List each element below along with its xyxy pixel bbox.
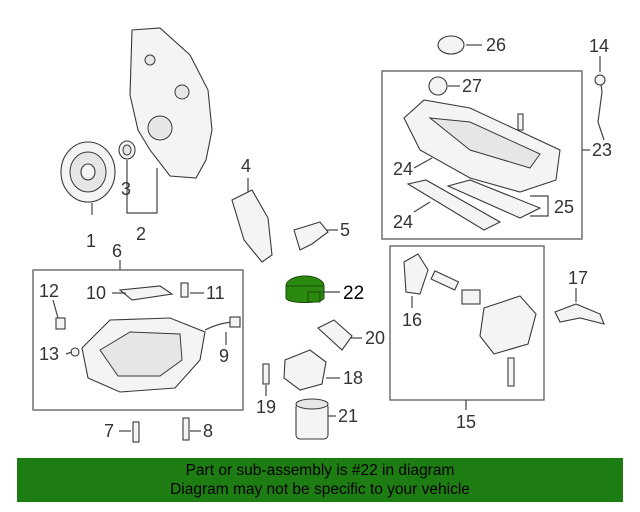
oil-pan-group-box	[32, 269, 244, 411]
bolt-19	[262, 363, 270, 385]
drain-plug	[55, 317, 66, 330]
leader-24a	[413, 157, 433, 169]
parts-diagram: 1 2 3 4 5 6 7 8 9 10 11 12 13 14 15 16 1…	[32, 27, 612, 443]
callout-27: 27	[462, 76, 482, 96]
banner-line-1: Part or sub-assembly is #22 in diagram	[185, 462, 455, 479]
oil-level-sensor	[229, 316, 241, 328]
callout-13: 13	[39, 344, 59, 364]
leader-12	[52, 299, 59, 319]
oil-pan	[81, 317, 206, 393]
callout-9: 9	[219, 346, 229, 366]
callout-5: 5	[340, 220, 350, 240]
dipstick-handle	[594, 74, 606, 86]
callout-23: 23	[592, 140, 612, 160]
cam-sensor	[403, 253, 429, 295]
callout-24-upper: 24	[393, 159, 413, 179]
leader-2	[126, 160, 158, 214]
spark-plug-gasket	[406, 179, 502, 231]
engine-mount-bracket	[231, 189, 273, 263]
oil-pump-group-box	[389, 245, 545, 401]
callout-10: 10	[86, 283, 106, 303]
valve-cover-gasket	[446, 179, 542, 219]
leader-13	[65, 351, 73, 355]
bolt-valve-cover	[517, 113, 524, 131]
callout-8: 8	[203, 421, 213, 441]
callout-7: 7	[104, 421, 114, 441]
dipstick	[597, 75, 605, 141]
oil-filter-adapter	[283, 349, 327, 391]
callout-22: 22	[343, 283, 364, 304]
callout-21: 21	[338, 406, 358, 426]
callout-26: 26	[486, 35, 506, 55]
callout-2: 2	[136, 224, 146, 244]
front-seal	[118, 140, 136, 160]
callout-18: 18	[343, 368, 363, 388]
oil-pan-baffle	[118, 285, 174, 301]
oil-filter	[295, 398, 329, 440]
pipe-17	[554, 303, 605, 325]
pump-stud	[507, 357, 515, 387]
bolt-7	[132, 421, 140, 443]
callout-6: 6	[112, 241, 122, 261]
callout-12: 12	[39, 281, 59, 301]
callout-11: 11	[206, 283, 225, 303]
callout-19: 19	[256, 397, 276, 417]
callout-3: 3	[121, 179, 131, 199]
filter-screen	[461, 289, 481, 305]
gasket	[317, 319, 353, 351]
callout-24-lower: 24	[393, 212, 413, 232]
callout-15: 15	[456, 412, 476, 432]
callout-25: 25	[554, 197, 574, 217]
callout-4: 4	[241, 156, 251, 176]
part-info-banner: Part or sub-assembly is #22 in diagram D…	[17, 458, 623, 502]
valve-cover	[403, 99, 561, 193]
crankshaft-pulley	[60, 141, 116, 203]
callout-14: 14	[589, 36, 609, 56]
oil-cooler-highlighted	[285, 275, 325, 303]
callout-17: 17	[568, 268, 588, 288]
connector	[430, 270, 460, 291]
callout-16: 16	[402, 310, 422, 330]
banner-line-2: Diagram may not be specific to your vehi…	[170, 481, 470, 498]
callout-20: 20	[365, 328, 385, 348]
timing-cover	[129, 27, 213, 179]
callout-1: 1	[86, 231, 96, 251]
valve-cover-group-box	[381, 70, 583, 240]
oil-filler-cap	[437, 35, 465, 55]
oil-pump	[479, 295, 537, 355]
drain-gasket	[70, 347, 80, 357]
oil-filler-seal	[428, 76, 448, 96]
shield-bracket	[293, 221, 329, 251]
leader-24b	[413, 201, 431, 213]
bolt-11	[180, 282, 189, 298]
bolt-8	[182, 417, 190, 441]
leader-25	[530, 195, 549, 217]
